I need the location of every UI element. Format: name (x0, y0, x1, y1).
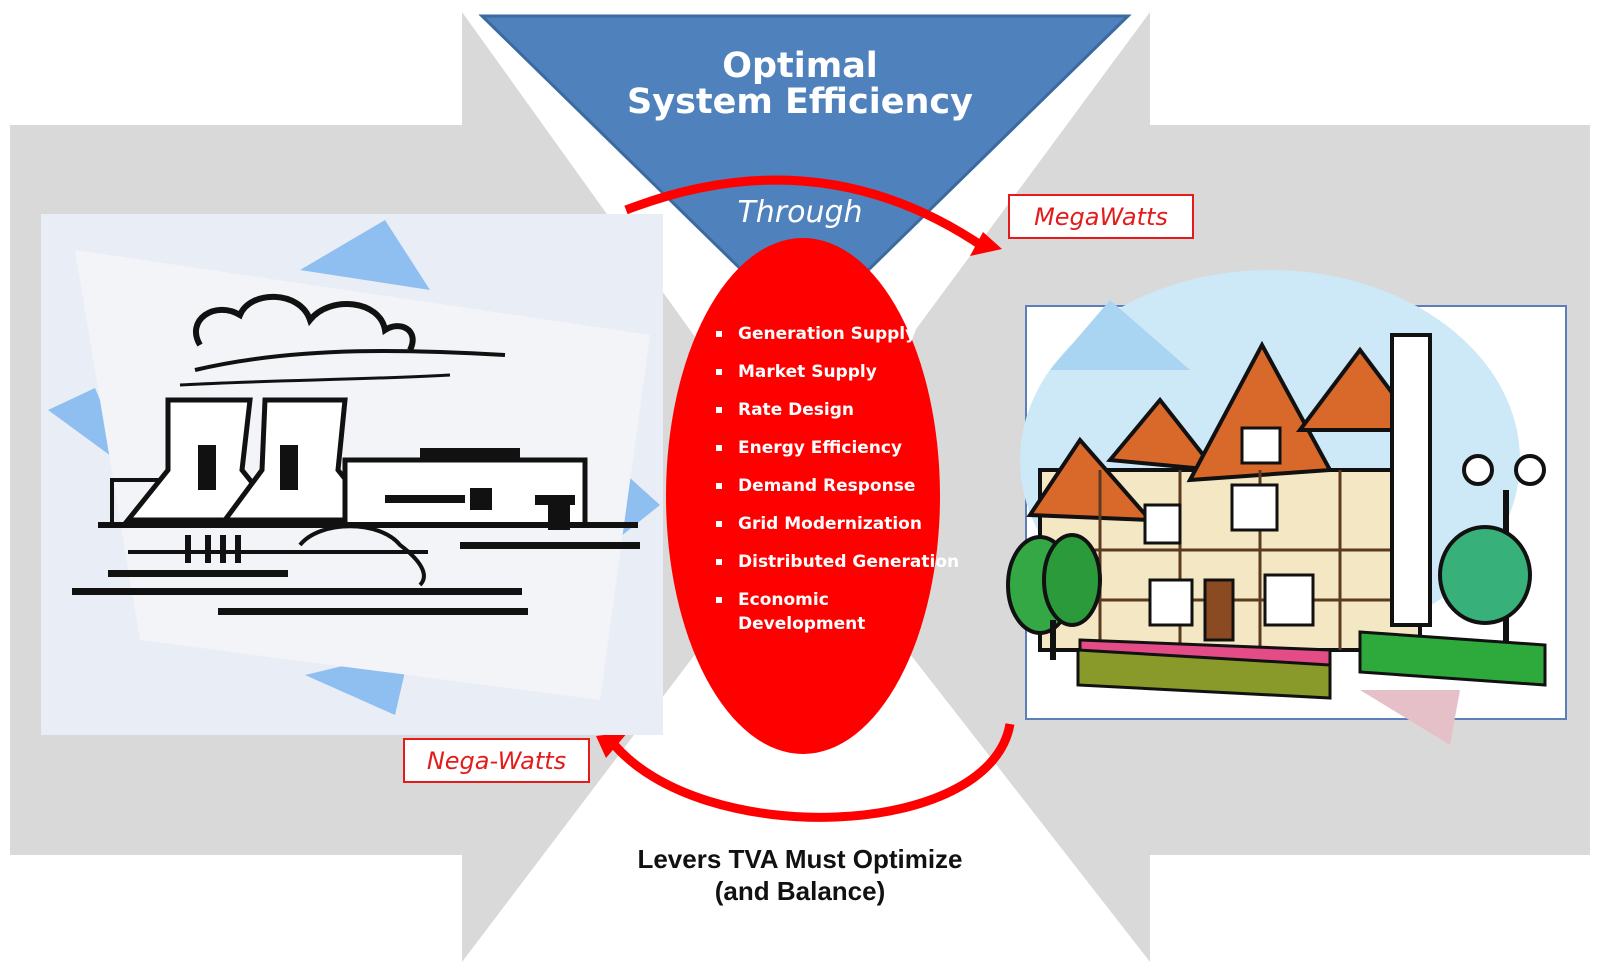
bottom-arrowhead (596, 732, 628, 758)
lever-item: Market Supply (710, 360, 960, 384)
efficiency-triangle (478, 14, 1132, 335)
lever-item: Generation Supply (710, 322, 960, 346)
bottom-curved-arrow (608, 723, 1015, 822)
house-clipart (1006, 270, 1567, 745)
caption-line-2: (and Balance) (714, 876, 886, 906)
lever-item: Economic Development (710, 588, 960, 636)
negawatts-label: Nega-Watts (403, 738, 590, 783)
power-plant-clipart (41, 214, 663, 735)
top-curved-arrow (624, 175, 988, 252)
lever-item: Demand Response (710, 474, 960, 498)
lever-item: Rate Design (710, 398, 960, 422)
caption-line-1: Levers TVA Must Optimize (637, 844, 963, 874)
levers-ellipse (666, 238, 940, 754)
through-label: Through (737, 195, 863, 230)
megawatts-label: MegaWatts (1008, 194, 1194, 239)
lever-item: Distributed Generation (710, 550, 960, 574)
diagram-caption: Levers TVA Must Optimize (and Balance) (560, 843, 1040, 907)
title-line-2: System Efficiency (627, 82, 973, 122)
title-line-1: Optimal (722, 46, 878, 86)
levers-list: Generation Supply Market Supply Rate Des… (710, 322, 960, 650)
top-arrowhead (970, 232, 1002, 256)
lever-item: Grid Modernization (710, 512, 960, 536)
diagram-title: Optimal System Efficiency (600, 48, 1000, 120)
lever-item: Energy Efficiency (710, 436, 960, 460)
